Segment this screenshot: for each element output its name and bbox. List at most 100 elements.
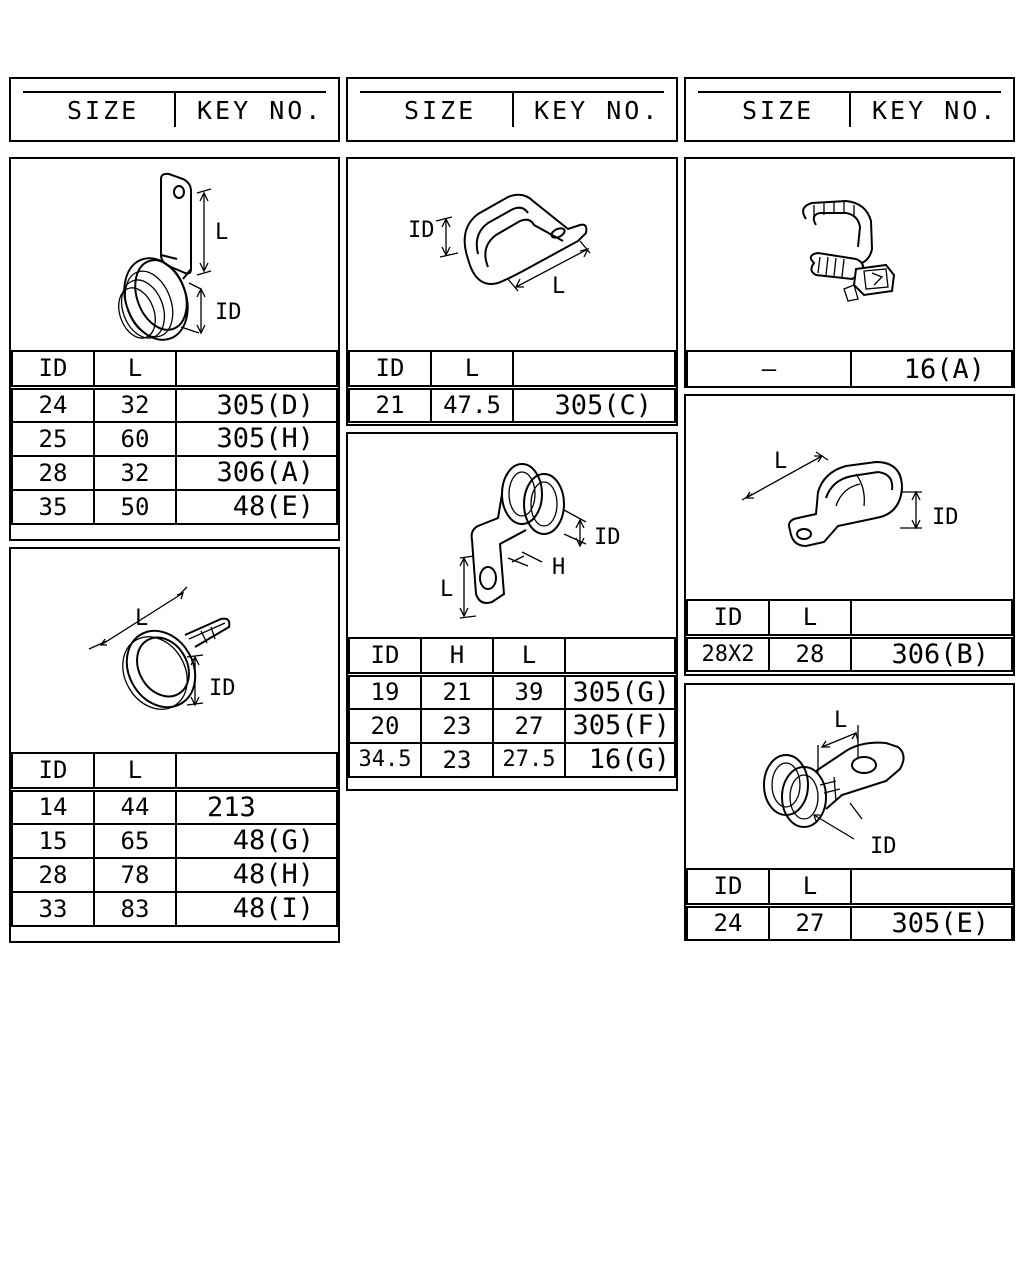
dim-label: L (774, 449, 787, 474)
col-header: L (768, 868, 852, 906)
p-clamp-illustration: L ID (686, 685, 1013, 869)
size-heading: SIZE (404, 96, 477, 125)
cell-id: 24 (686, 902, 770, 941)
col-header: L (768, 599, 852, 637)
table-row: 35 50 48(E) (11, 488, 338, 525)
table-row: 24 27 305(E) (686, 902, 1013, 941)
dim-label: L (834, 708, 847, 733)
offset-clamp-illustration: ID H L (348, 434, 676, 638)
col-header (850, 868, 1013, 906)
flat-clip-illustration: ID L (348, 159, 676, 351)
cell-h: 21 (420, 671, 494, 710)
table-row: 19 21 39 305(G) (348, 671, 676, 710)
header-rule (698, 91, 1001, 93)
size-table: ID L 24 27 305(E) (686, 868, 1013, 941)
table-row: 21 47.5 305(C) (348, 384, 676, 423)
dim-label: ID (209, 676, 236, 701)
col-header: L (93, 752, 177, 790)
table-row: 28 32 306(A) (11, 454, 338, 491)
cell-id: 14 (11, 786, 95, 825)
table-row: 25 60 305(H) (11, 420, 338, 457)
cell-l: 47.5 (430, 384, 514, 423)
cell-l: 27 (492, 707, 566, 744)
cell-h: 23 (420, 707, 494, 744)
cell-key-no: 306(B) (850, 633, 1013, 672)
cell-key-no: 48(H) (175, 856, 338, 893)
cell-l: 44 (93, 786, 177, 825)
table-row: 33 83 48(I) (11, 890, 338, 927)
dim-label: ID (870, 834, 897, 859)
col-header: ID (11, 752, 95, 790)
dim-label: ID (408, 218, 435, 243)
size-table: ID L 24 32 305(D) 25 60 305(H) 28 32 306… (11, 350, 338, 525)
cell-key-no: 48(G) (175, 822, 338, 859)
cell-key-no: 305(E) (850, 902, 1013, 941)
cell-l: 27 (768, 902, 852, 941)
cell-key-no: 213 (175, 786, 338, 825)
cell-key-no: 16(G) (564, 741, 676, 778)
dim-label: L (440, 577, 453, 602)
header-box-1: SIZE KEY NO. (9, 77, 340, 142)
cell-id: 20 (348, 707, 422, 744)
col-header: — (686, 350, 852, 388)
header-rule (23, 91, 326, 93)
cell-id: 35 (11, 488, 95, 525)
size-table: ID L 21 47.5 305(C) (348, 350, 676, 423)
cell-l: 50 (93, 488, 177, 525)
panel-band-clamp: L ID ID L 14 44 213 15 65 48(G) 28 78 48… (9, 547, 340, 943)
cell-id: 24 (11, 384, 95, 423)
key-no-heading: KEY NO. (534, 96, 661, 125)
band-clamp-illustration: L ID (11, 549, 338, 753)
dim-label: L (135, 606, 148, 631)
size-table: ID L 28X2 28 306(B) (686, 599, 1013, 672)
panel-offset-clamp: ID H L ID H L 19 21 39 305(G) 20 23 27 3… (346, 432, 678, 791)
cell-id: 15 (11, 822, 95, 859)
dim-label: L (215, 220, 228, 245)
cell-id: 21 (348, 384, 432, 423)
dim-label: H (552, 555, 565, 580)
panel-twin-clamp: L ID ID L 28X2 28 306(B) (684, 394, 1015, 676)
dim-label: ID (932, 505, 959, 530)
col-header: H (420, 637, 494, 675)
key-no-heading: KEY NO. (872, 96, 999, 125)
clamp-tab-illustration: L ID (11, 159, 338, 351)
cell-key-no: 48(I) (175, 890, 338, 927)
col-header: L (492, 637, 566, 675)
table-row: 15 65 48(G) (11, 822, 338, 859)
table-row: 28X2 28 306(B) (686, 633, 1013, 672)
cell-id: 28 (11, 454, 95, 491)
header-divider (512, 93, 514, 127)
col-header (175, 752, 338, 790)
size-heading: SIZE (742, 96, 815, 125)
cell-id: 33 (11, 890, 95, 927)
col-header: ID (686, 599, 770, 637)
table-row: 28 78 48(H) (11, 856, 338, 893)
header-divider (849, 93, 851, 127)
col-header: L (430, 350, 514, 388)
size-table: — 16(A) (686, 350, 1013, 388)
cell-key-no: 306(A) (175, 454, 338, 491)
cell-l: 28 (768, 633, 852, 672)
size-heading: SIZE (67, 96, 140, 125)
key-no-heading: KEY NO. (197, 96, 324, 125)
col-header (850, 599, 1013, 637)
dim-label: ID (215, 300, 242, 325)
panel-flat-clip: ID L ID L 21 47.5 305(C) (346, 157, 678, 426)
cell-id: 25 (11, 420, 95, 457)
col-header: L (93, 350, 177, 388)
cell-l: 83 (93, 890, 177, 927)
cell-key-no: 305(D) (175, 384, 338, 423)
cell-id: 34.5 (348, 741, 422, 778)
cell-key-no: 305(H) (175, 420, 338, 457)
table-row: 34.5 23 27.5 16(G) (348, 741, 676, 778)
panel-p-clamp: L ID ID L 24 27 305(E) (684, 683, 1015, 941)
cell-l: 39 (492, 671, 566, 710)
panel-clamp-tab: L ID ID L 24 32 305(D) 25 60 305(H) 28 3… (9, 157, 340, 541)
cell-l: 65 (93, 822, 177, 859)
cell-key-no: 48(E) (175, 488, 338, 525)
cell-l: 27.5 (492, 741, 566, 778)
cell-key-no: 305(G) (564, 671, 676, 710)
header-divider (174, 93, 176, 127)
cell-l: 60 (93, 420, 177, 457)
size-table: ID H L 19 21 39 305(G) 20 23 27 305(F) 3… (348, 637, 676, 778)
